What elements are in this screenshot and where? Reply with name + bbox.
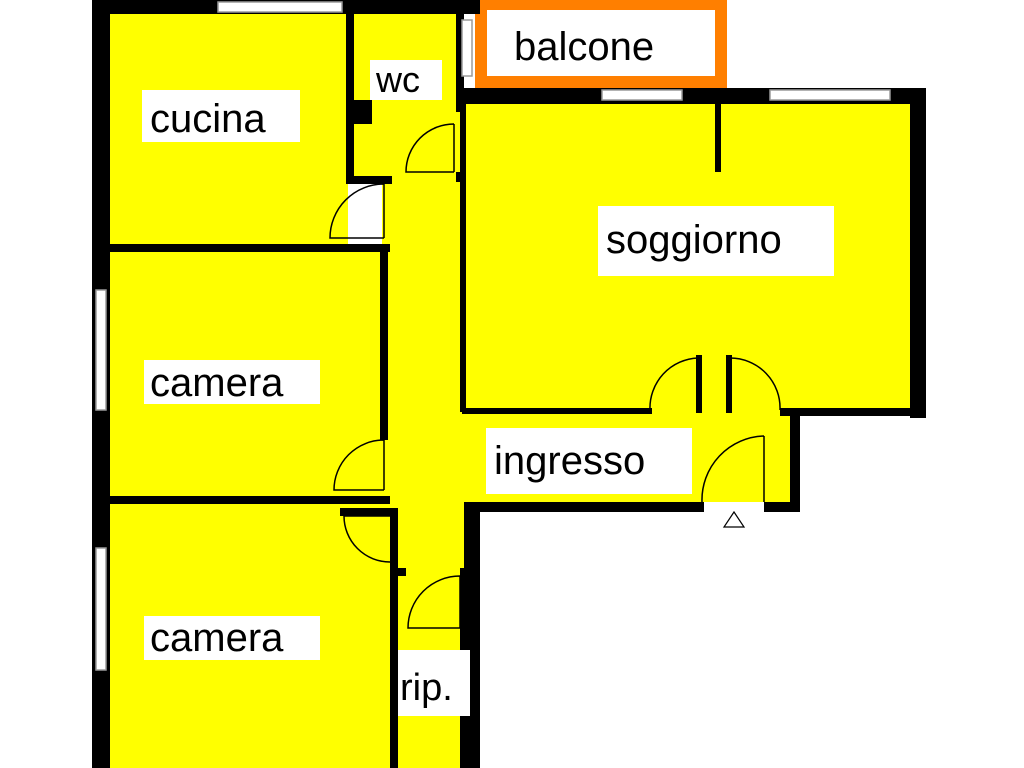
door-camera1 <box>333 439 385 491</box>
camera1-window <box>95 289 107 411</box>
wc-wall-right-lower <box>456 172 464 182</box>
wc-label-bg <box>370 60 442 100</box>
windows <box>95 1 891 671</box>
ingresso-wall-bottom-2 <box>764 502 800 512</box>
camera1-label-bg <box>144 360 320 404</box>
door-jamb-left <box>696 355 702 413</box>
door-rip <box>407 575 461 629</box>
ingresso-wall-right <box>790 412 800 510</box>
rip-label: rip. <box>400 667 453 709</box>
camera1-wall-bottom <box>108 496 390 504</box>
wc-window <box>461 19 473 77</box>
camera2-wall-top-ext <box>340 508 392 516</box>
soggiorno-label-bg <box>598 206 834 276</box>
ingresso-wall-bottom <box>464 502 704 512</box>
balcone-label-bg <box>506 18 696 70</box>
soggiorno-wall-left <box>460 104 466 412</box>
cucina-window <box>217 1 343 13</box>
door-soggiorno-right <box>729 357 781 412</box>
wc-block <box>354 100 372 124</box>
balcone-label: balcone <box>514 25 654 69</box>
door-soggiorno-left <box>649 357 699 412</box>
soggiorno-wall-bottom <box>462 408 652 414</box>
door-entrance <box>701 435 765 503</box>
ingresso-label: ingresso <box>494 439 645 483</box>
camera2-label-bg <box>144 616 320 660</box>
door-wc <box>405 123 455 173</box>
wc-wall-bottom <box>346 176 392 184</box>
rip-label-bg <box>398 650 470 716</box>
corridor-wall-right <box>464 502 480 768</box>
wc-wall-right <box>456 8 464 112</box>
soggiorno-wall-bottom-2 <box>780 408 926 416</box>
wc-label: wc <box>375 59 420 100</box>
rip-wall-top-2 <box>460 568 466 576</box>
door-jamb-right <box>726 355 732 413</box>
wc-wall-left <box>346 8 354 184</box>
soggiorno-partition <box>715 100 721 172</box>
door-camera2 <box>343 515 391 563</box>
rip-wall-top <box>396 568 406 576</box>
soggiorno-window-2 <box>769 89 891 101</box>
ingresso-label-bg <box>486 428 692 494</box>
camera2-wall-right <box>390 508 398 768</box>
camera1-label: camera <box>150 361 284 405</box>
camera2-window <box>95 547 107 671</box>
cucina-label-bg <box>142 90 300 142</box>
soggiorno-window-1 <box>601 89 683 101</box>
door-cucina <box>329 183 385 239</box>
cucina-label: cucina <box>150 97 266 141</box>
soggiorno-wall-right <box>910 88 926 418</box>
cucina-wall-bottom <box>108 244 390 252</box>
doors <box>329 123 781 629</box>
room-labels: cucina wc balcone soggiorno camera ingre… <box>142 18 834 716</box>
camera2-label: camera <box>150 616 284 660</box>
camera1-wall-right <box>380 244 388 440</box>
soggiorno-label: soggiorno <box>606 218 782 262</box>
entrance-triangle-icon <box>722 510 746 528</box>
